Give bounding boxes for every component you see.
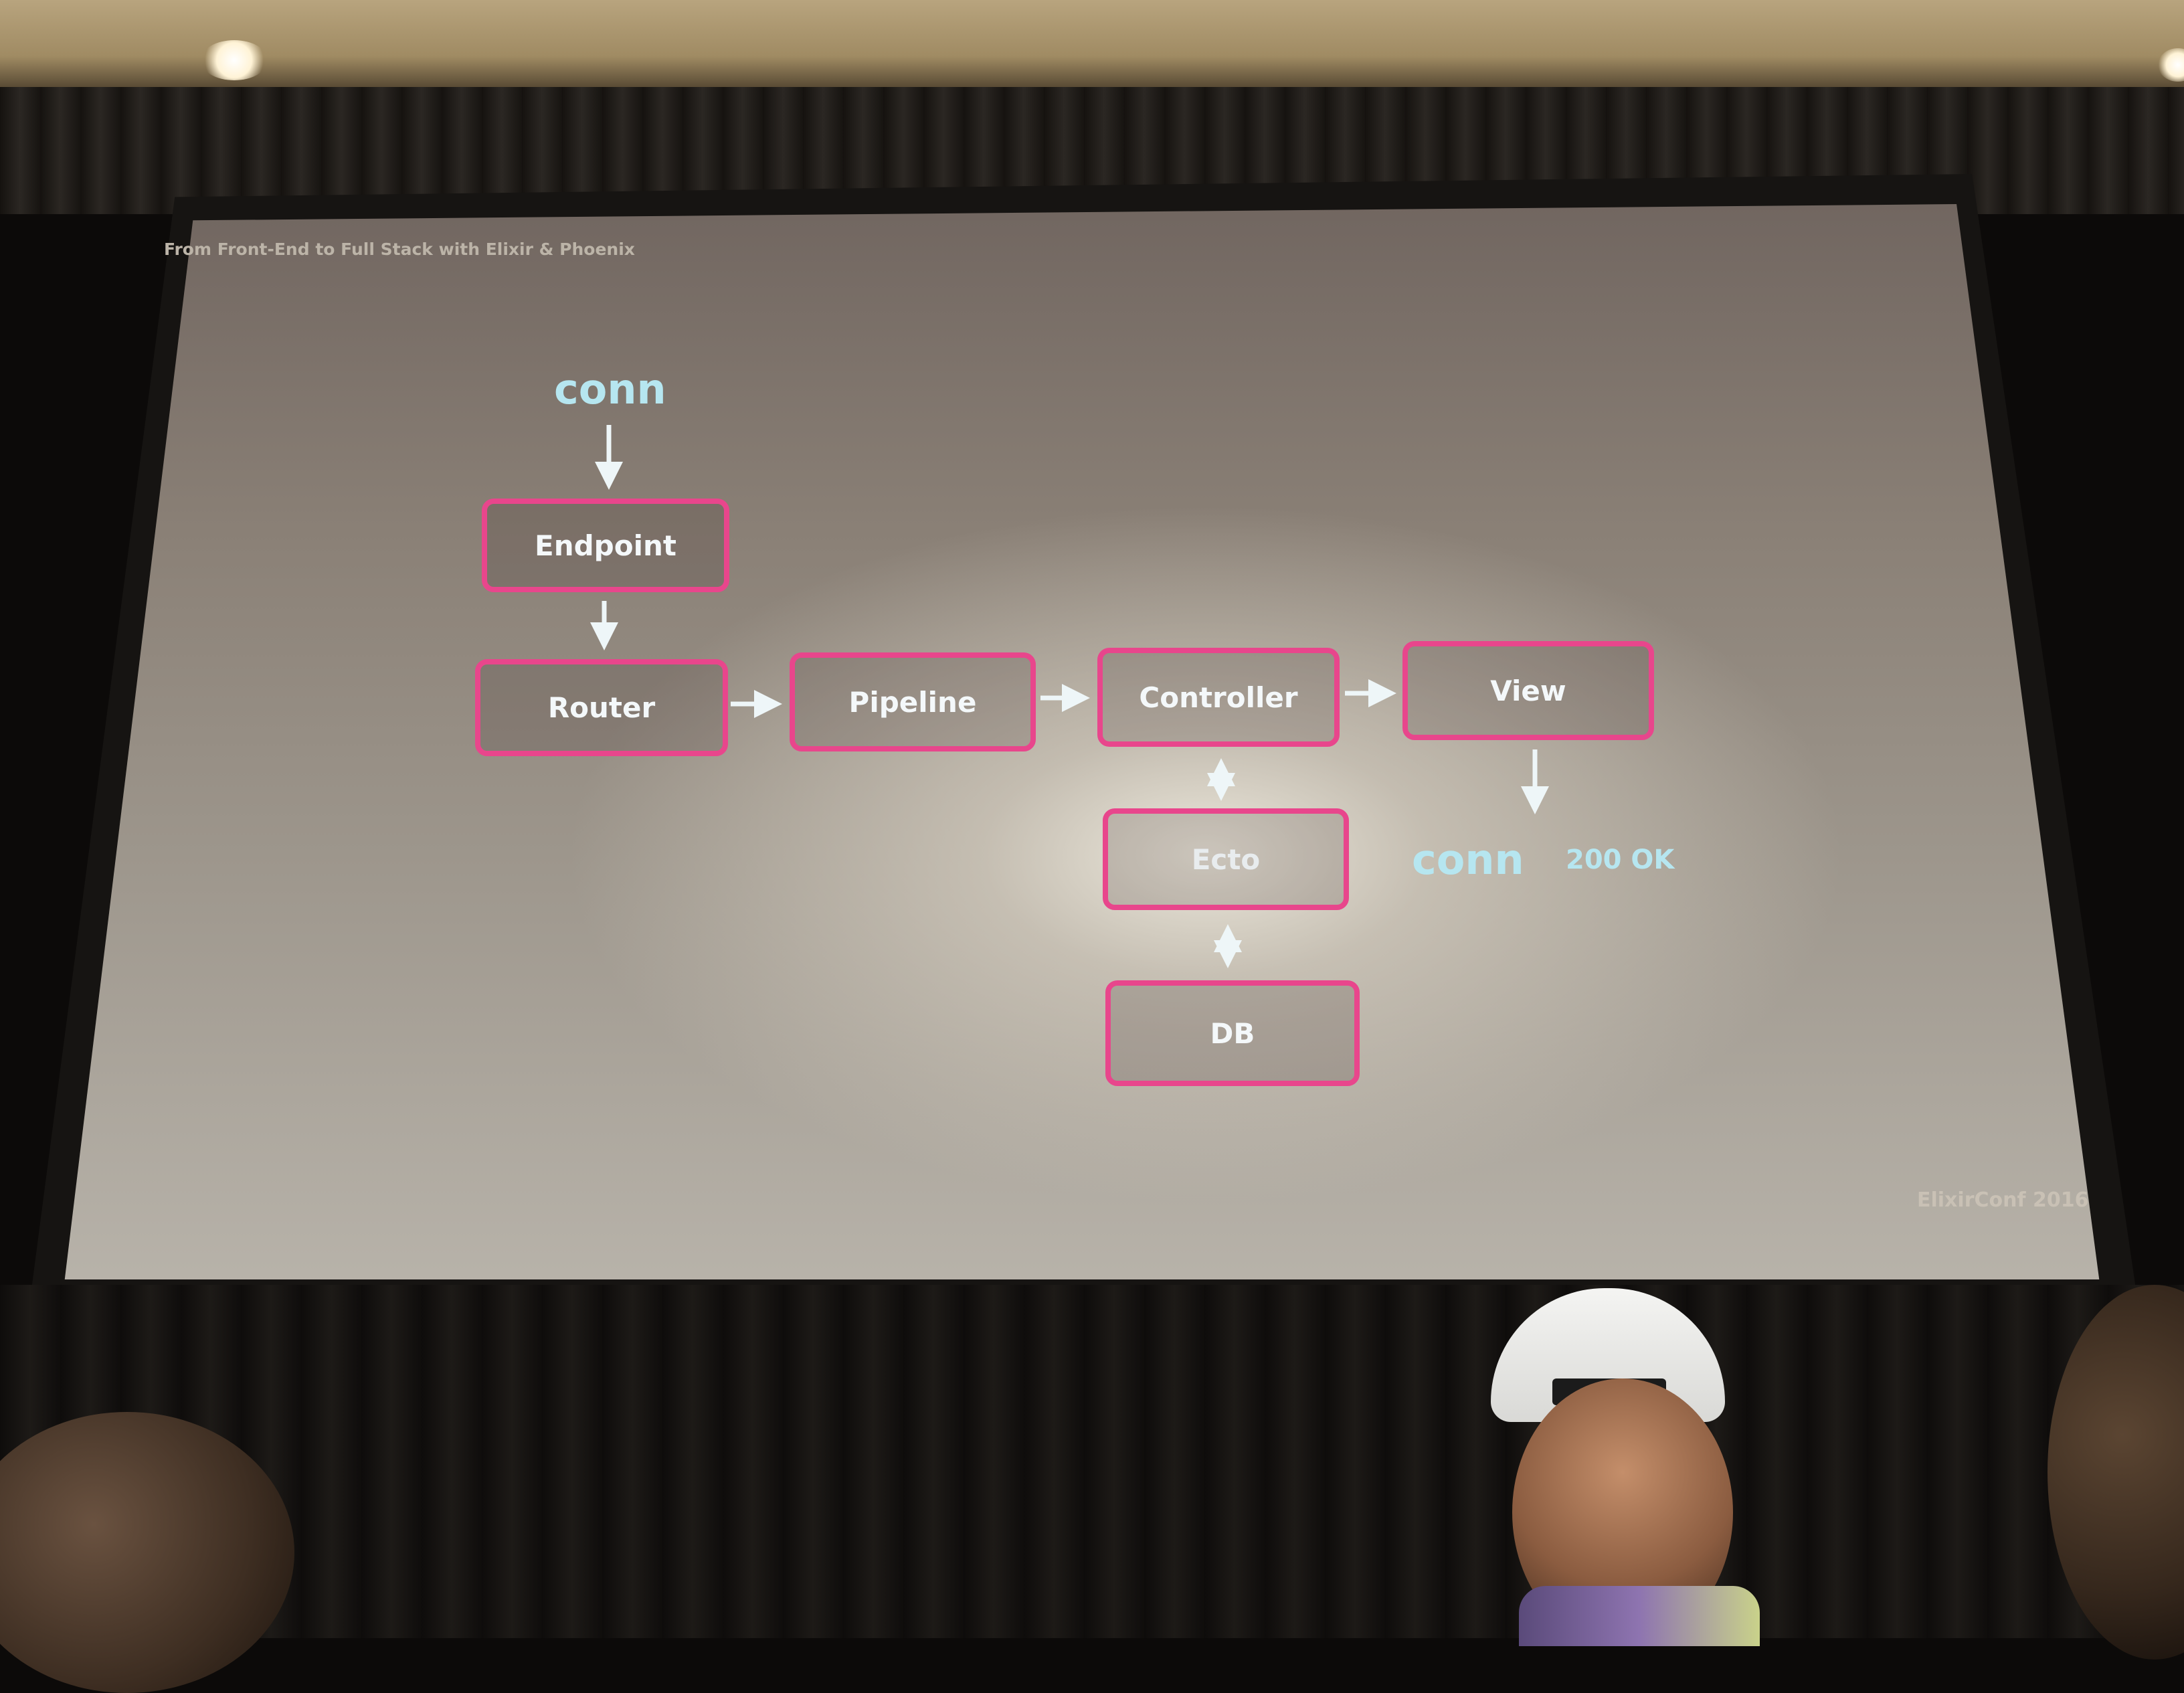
slide-title: From Front-End to Full Stack with Elixir… xyxy=(164,240,635,259)
ceiling-light xyxy=(201,40,268,80)
projection-screen xyxy=(64,204,2100,1280)
router-node: Router xyxy=(475,659,728,756)
router-label: Router xyxy=(547,691,656,724)
controller-node: Controller xyxy=(1097,648,1340,747)
db-label: DB xyxy=(1210,1016,1255,1050)
diagram-arrows xyxy=(590,425,1549,968)
controller-label: Controller xyxy=(1139,681,1298,714)
conn-output-label: conn xyxy=(1412,835,1524,884)
db-node: DB xyxy=(1105,980,1360,1086)
http-status-label: 200 OK xyxy=(1566,844,1675,875)
view-label: View xyxy=(1490,674,1566,707)
conference-footer: ElixirConf 2016 xyxy=(1917,1188,2089,1212)
ecto-node: Ecto xyxy=(1103,808,1349,910)
view-node: View xyxy=(1402,641,1654,740)
pipeline-node: Pipeline xyxy=(790,652,1036,751)
audience-member-shirt xyxy=(1519,1586,1760,1646)
ecto-label: Ecto xyxy=(1191,842,1261,876)
pipeline-label: Pipeline xyxy=(848,685,977,719)
endpoint-label: Endpoint xyxy=(535,529,676,562)
stage-curtain xyxy=(0,1285,2184,1638)
conn-input-label: conn xyxy=(554,365,666,414)
ceiling xyxy=(0,0,2184,94)
endpoint-node: Endpoint xyxy=(482,499,729,592)
